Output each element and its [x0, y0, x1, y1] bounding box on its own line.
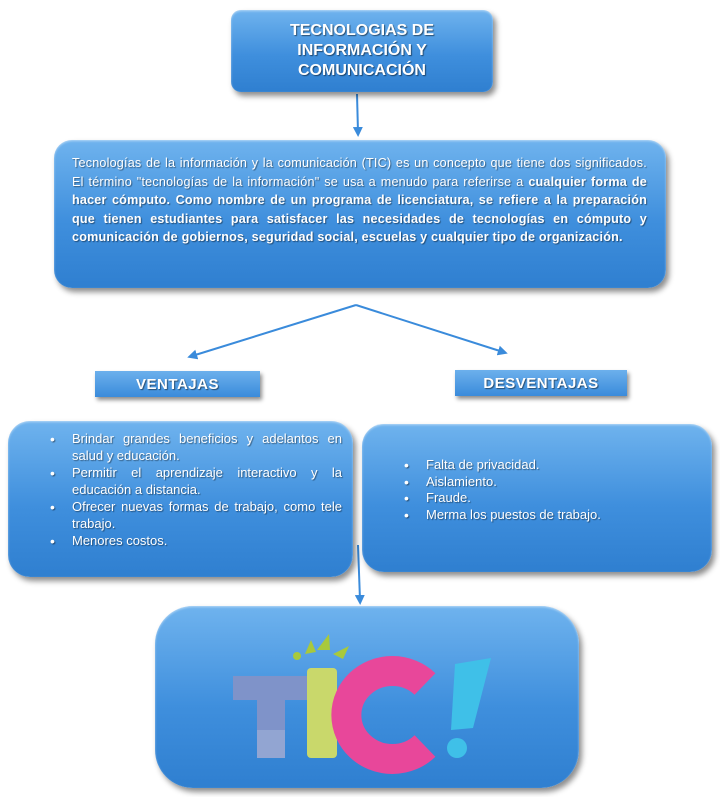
logo-letter-c [331, 656, 436, 774]
list-item: Aislamiento. [398, 474, 698, 491]
list-item: Merma los puestos de trabajo. [398, 507, 698, 524]
ventajas-list: Brindar grandes beneficios y adelantos e… [44, 431, 342, 551]
arrow-definition-to-ventajas [187, 304, 357, 360]
logo-exclamation [447, 658, 491, 758]
list-item: Brindar grandes beneficios y adelantos e… [44, 431, 342, 464]
arrow-definition-to-desventajas [355, 304, 508, 356]
logo-letter-t [233, 676, 307, 758]
list-item: Menores costos. [44, 533, 342, 550]
definition-text: Tecnologías de la información y la comun… [72, 154, 647, 247]
definition-box: Tecnologías de la información y la comun… [54, 140, 666, 288]
list-item: Ofrecer nuevas formas de trabajo, como t… [44, 499, 342, 532]
logo-box [155, 606, 579, 788]
definition-text-bold: cualquier forma de hacer cómputo. Como n… [72, 174, 647, 245]
desventajas-label: DESVENTAJAS [483, 374, 599, 392]
ventajas-box: Brindar grandes beneficios y adelantos e… [8, 421, 353, 577]
ventajas-label: VENTAJAS [136, 375, 219, 393]
splash-icon [293, 634, 349, 660]
ventajas-label-box: VENTAJAS [95, 371, 260, 397]
list-item: Fraude. [398, 490, 698, 507]
tic-logo [233, 634, 491, 774]
desventajas-box: Falta de privacidad. Aislamiento. Fraude… [362, 424, 712, 572]
definition-text-regular: Tecnologías de la información y la comun… [72, 156, 647, 189]
title-text: TECNOLOGIAS DE INFORMACIÓN Y COMUNICACIÓ… [289, 22, 434, 79]
list-item: Permitir el aprendizaje interactivo y la… [44, 465, 342, 498]
logo-letter-i [307, 668, 337, 758]
arrow-to-logo [354, 544, 365, 605]
title-box: TECNOLOGIAS DE INFORMACIÓN Y COMUNICACIÓ… [231, 10, 493, 92]
arrow-title-to-definition [352, 93, 363, 137]
desventajas-label-box: DESVENTAJAS [455, 370, 627, 396]
list-item: Falta de privacidad. [398, 457, 698, 474]
desventajas-list: Falta de privacidad. Aislamiento. Fraude… [398, 457, 698, 523]
